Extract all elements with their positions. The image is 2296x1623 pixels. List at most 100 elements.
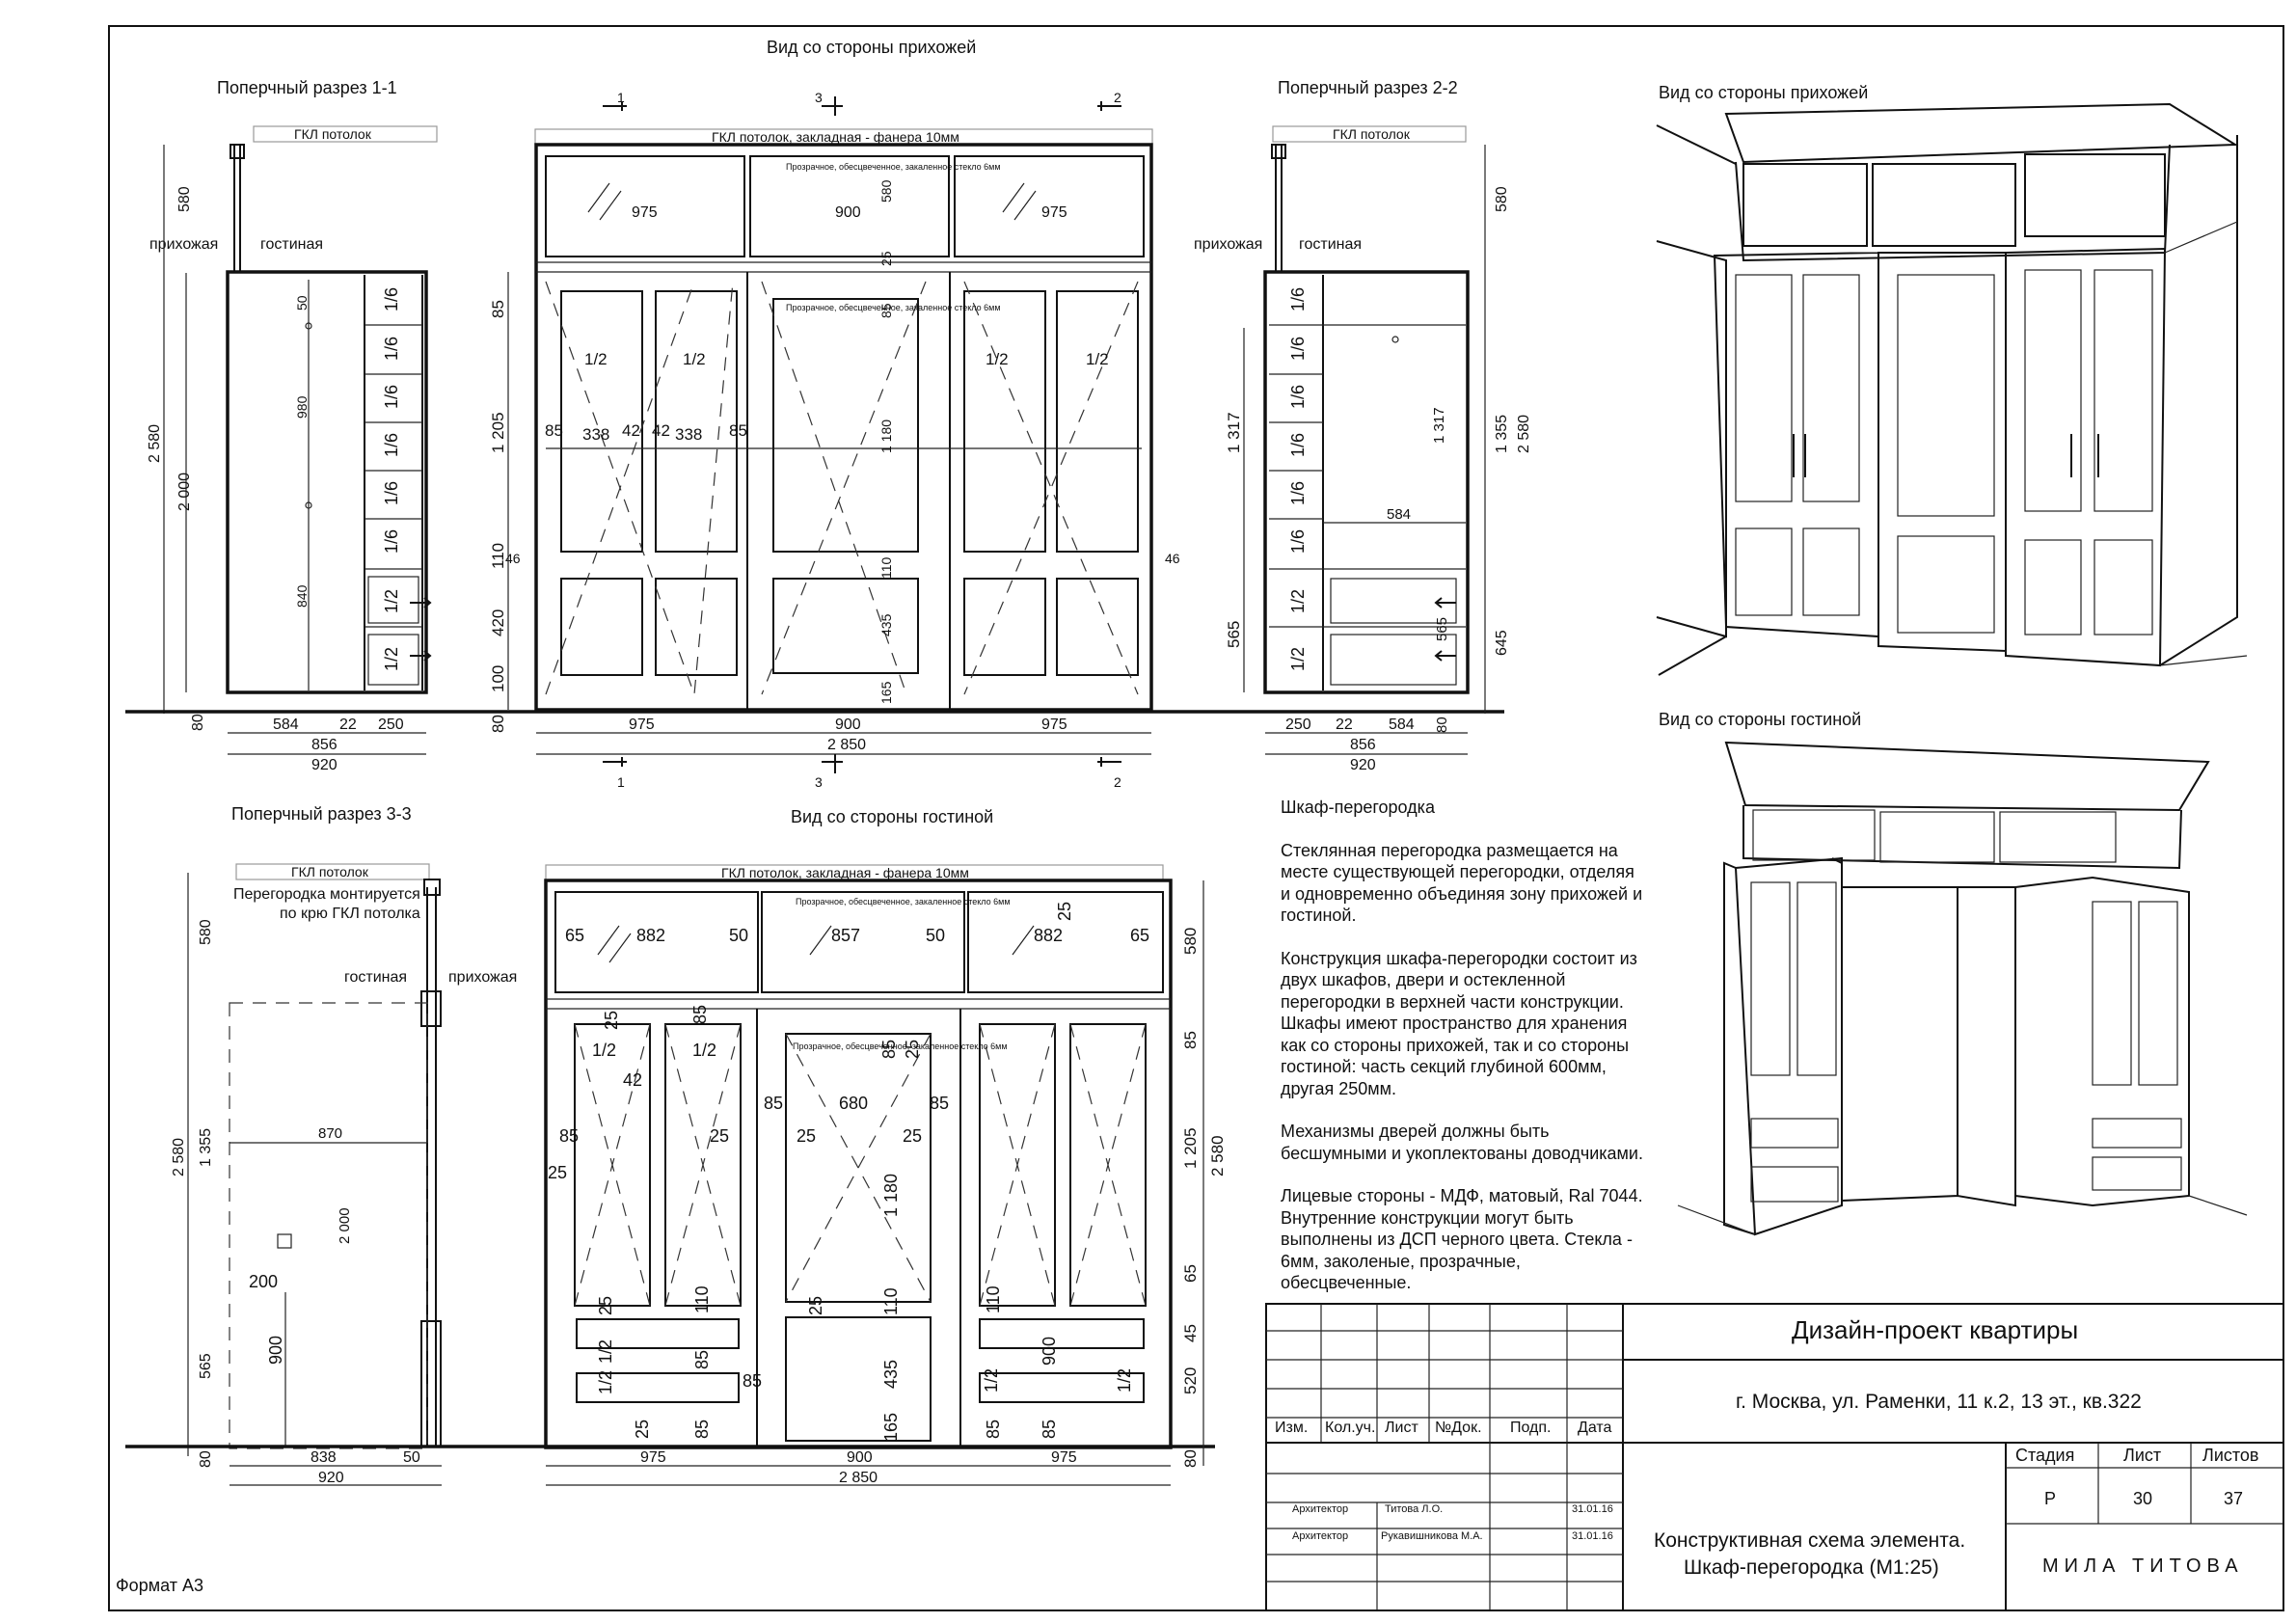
drawing-label: 25 [548,1163,567,1182]
drawing-label: Архитектор [1292,1530,1348,1542]
drawing-label: 1/6 [1288,481,1308,505]
persp-living-title: Вид со стороны гостиной [1659,710,1861,729]
drawing-label: 50 [294,295,310,311]
drawing-label: 25 [633,1420,652,1439]
drawing-label: 420 [489,609,507,636]
brand-name: МИЛА ТИТОВА [2042,1555,2244,1577]
drawing-label: 165 [878,681,894,704]
front-view-living: Вид со стороны гостиной ГКЛ потолок, зак… [544,807,1227,1486]
drawing-label: 338 [675,425,702,444]
drawing-label: 565 [1434,617,1450,641]
section-2-2: Поперчный разрез 2-2 ГКЛ потолок прихожа… [1194,78,1532,773]
drawing-label: 200 [249,1272,278,1291]
drawing-label: 1/6 [382,433,401,457]
drawing-label: 42 [622,421,640,440]
drawing-label: 1 355 [198,1128,214,1167]
drawing-label: Изм. [1275,1420,1308,1436]
drawing-label: 85 [1040,1420,1059,1439]
drawing-label: 580 [1181,928,1200,955]
drawing-label: 584 [273,717,299,733]
drawing-label: 565 [198,1353,214,1379]
drawing-label: гостиная [344,969,407,986]
drawing-label: 900 [1040,1337,1059,1366]
drawing-label: гостиная [260,236,323,253]
drawing-label: 580 [1494,186,1510,212]
notes-paragraph-4: Лицевые стороны - МДФ, матовый, Ral 7044… [1281,1186,1643,1292]
drawing-label: 900 [847,1449,873,1466]
drawing-label: 1/6 [1288,287,1308,311]
drawing-label: 435 [881,1360,901,1389]
drawing-label: Титова Л.О. [1385,1503,1443,1515]
drawing-label: 900 [266,1336,285,1365]
notes-title: Шкаф-перегородка [1281,798,1435,817]
perspective-living: Вид со стороны гостиной [1659,710,2248,1236]
drawing-label: 1 317 [1225,412,1243,453]
drawing-label: 1 355 [1494,415,1510,453]
drawing-label: Дата [1578,1420,1612,1436]
drawing-label: 80 [1181,1449,1200,1468]
drawing-label: прихожая [1194,236,1262,253]
drawing-label: прихожая [448,969,517,986]
drawing-label: 80 [198,1450,214,1468]
drawing-label: 50 [729,926,748,945]
drawing-label: ГКЛ потолок, закладная - фанера 10мм [712,129,959,145]
drawing-label: 1/6 [382,337,401,361]
drawing-label: гостиная [1299,236,1362,253]
drawing-label: 250 [378,717,404,733]
project-title: Дизайн-проект квартиры [1792,1315,2078,1344]
drawing-label: 110 [878,556,894,579]
drawing-label: ГКЛ потолок, закладная - фанера 10мм [721,865,969,880]
drawing-label: 975 [1041,204,1067,221]
drawing-label: 85 [690,1005,710,1024]
drawing-label: по крю ГКЛ потолка [280,906,420,922]
drawing-label: 22 [339,717,357,733]
drawing-label: Стадия [2015,1446,2074,1465]
drawing-label: ГКЛ потолок [294,126,372,142]
notes-paragraph-2: Конструкция шкафа-перегородки состоит из… [1281,948,1637,1098]
drawing-label: ГКЛ потолок [291,864,369,879]
drawing-label: прихожая [149,236,218,253]
drawing-label: Архитектор [1292,1503,1348,1515]
drawing-label: 31.01.16 [1572,1530,1613,1542]
notes-paragraph-1: Стеклянная перегородка размещается на ме… [1281,840,1643,926]
drawing-label: 840 [294,584,310,608]
format-label: Формат А3 [116,1576,203,1595]
drawing-label: 85 [879,1040,899,1059]
drawing-label: 50 [403,1449,420,1466]
drawing-label: 975 [1051,1449,1077,1466]
drawing-label: 65 [1130,926,1149,945]
drawing-label: 110 [489,543,507,569]
drawing-label: 2 [1114,90,1121,105]
drawing-label: 165 [881,1413,901,1442]
drawing-label: 1/2 [596,1370,615,1394]
drawing-label: 50 [926,926,945,945]
drawing-label: 85 [692,1350,712,1369]
drawing-label: 975 [1041,717,1067,733]
drawing-label: 3 [815,90,823,105]
drawing-label: 2 580 [1516,415,1532,453]
drawing-label: 85 [545,421,563,440]
drawing-label: 46 [505,551,521,566]
drawing-label: 46 [1165,551,1180,566]
drawing-label: 65 [565,926,584,945]
drawing-label: Прозрачное, обесцвеченное, закаленное ст… [786,162,1001,172]
front-living-title: Вид со стороны гостиной [791,807,993,826]
drawing-label: 435 [878,613,894,636]
drawing-label: 1 205 [1181,1127,1200,1169]
drawing-label: 85 [489,300,507,318]
drawing-label: 1/2 [1288,589,1308,613]
drawing-label: 1 317 [1431,407,1447,444]
perspective-hall: Вид со стороны прихожей [1656,83,2248,676]
drawing-label: 2 580 [147,424,163,463]
drawing-label: 900 [835,717,861,733]
drawing-label: ГКЛ потолок [1333,126,1411,142]
drawing-label: 110 [692,1285,712,1313]
drawing-label: 1 180 [881,1174,901,1217]
drawing-label: Рукавишникова М.А. [1381,1530,1483,1542]
element-title-2: Шкаф-перегородка (М1:25) [1684,1556,1939,1579]
drawing-label: 584 [1387,506,1411,523]
drawing-label: 1/2 [584,350,608,368]
drawing-label: 25 [1055,902,1074,921]
drawing-label: 1 [617,774,625,790]
drawing-label: 25 [878,251,894,266]
